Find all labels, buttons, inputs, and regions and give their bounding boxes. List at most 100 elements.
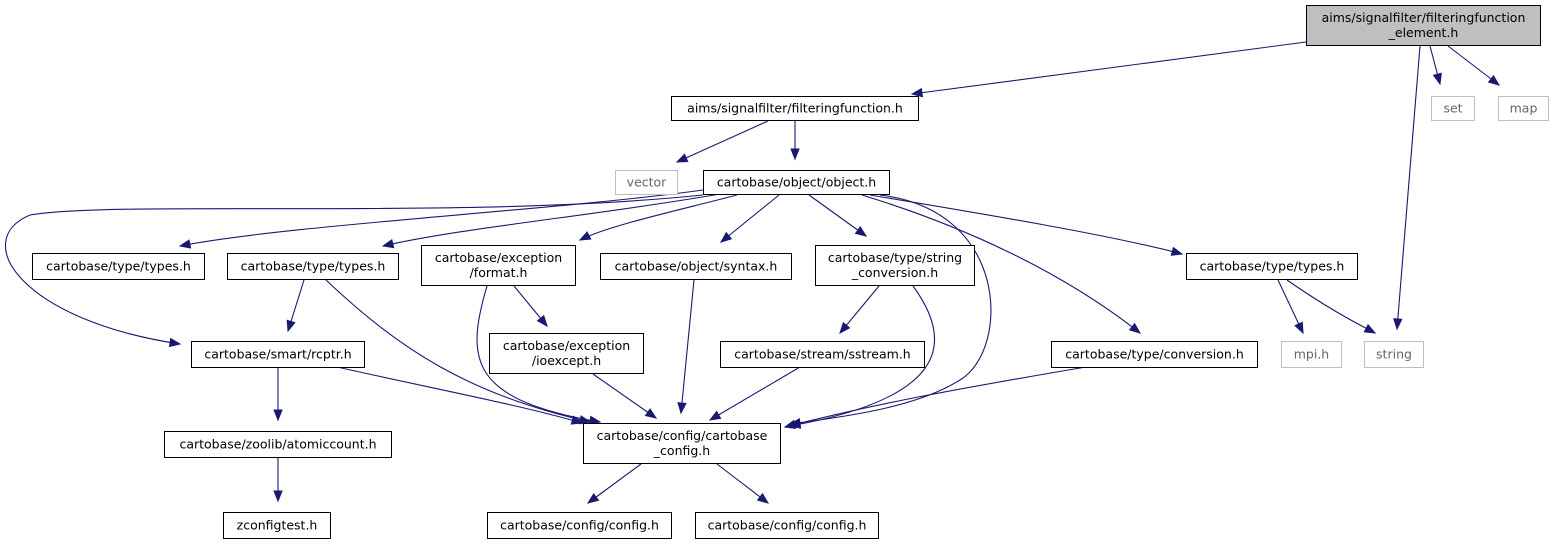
node-label: cartobase/config/cartobase: [597, 428, 768, 443]
edge-ioexcept-to-cbconfig: [592, 373, 658, 419]
node-label: cartobase/object/object.h: [717, 175, 876, 190]
edge-line: [1447, 45, 1500, 86]
node-types1[interactable]: cartobase/type/types.h: [32, 253, 205, 280]
arrowhead-icon: [910, 87, 924, 98]
arrowhead-icon: [839, 321, 851, 335]
node-label: cartobase/type/conversion.h: [1065, 347, 1244, 362]
node-label: cartobase/type/types.h: [1200, 259, 1345, 274]
edge-line: [592, 373, 657, 419]
edge-ff-to-object: [790, 121, 800, 161]
edge-line: [789, 285, 936, 427]
edge-line: [861, 194, 1141, 334]
node-ff[interactable]: aims/signalfilter/filteringfunction.h: [671, 96, 919, 121]
edge-line: [4, 194, 704, 345]
node-box: [1364, 341, 1424, 368]
node-box: [421, 245, 576, 286]
nodes: aims/signalfilter/filteringfunction_elem…: [32, 5, 1549, 539]
node-config2[interactable]: cartobase/config/config.h: [695, 512, 879, 539]
node-box: [1498, 96, 1549, 121]
arrowhead-icon: [273, 490, 283, 503]
arrowhead-icon: [854, 226, 868, 237]
edge-line: [179, 189, 704, 247]
arrowhead-icon: [273, 409, 283, 422]
node-label: string: [1376, 347, 1412, 362]
edge-format-to-cbconfig: [476, 285, 602, 425]
node-conversion[interactable]: cartobase/type/conversion.h: [1051, 341, 1258, 368]
node-box: [703, 170, 890, 195]
arrowhead-icon: [1393, 318, 1403, 331]
node-box: [191, 341, 365, 368]
node-label: cartobase/zoolib/atomiccount.h: [179, 437, 376, 452]
node-rcptr[interactable]: cartobase/smart/rcptr.h: [191, 341, 365, 368]
edge-line: [325, 279, 591, 423]
node-label: /ioexcept.h: [532, 353, 601, 368]
edge-root-to-set: [1429, 45, 1442, 86]
edge-root-to-ff: [910, 41, 1307, 98]
node-label: cartobase/stream/sstream.h: [734, 347, 910, 362]
edge-object-to-rcptr: [4, 194, 704, 348]
node-box: [489, 333, 644, 374]
edge-root-to-map: [1447, 45, 1501, 86]
edge-line: [587, 463, 642, 504]
arrowhead-icon: [790, 148, 800, 161]
edge-object-to-syntax: [719, 194, 780, 243]
arrowhead-icon: [381, 238, 395, 249]
node-types3[interactable]: cartobase/type/types.h: [1186, 253, 1358, 280]
node-box: [1431, 96, 1475, 121]
node-string: string: [1364, 341, 1424, 368]
edge-root-to-string: [1393, 45, 1421, 331]
node-box: [227, 253, 399, 280]
node-label: _element.h: [1388, 25, 1459, 40]
edge-line: [676, 120, 769, 163]
edge-line: [1396, 45, 1421, 330]
edge-line: [579, 194, 738, 241]
node-label: cartobase/type/string: [828, 250, 962, 265]
edge-line: [709, 366, 801, 421]
edges: [4, 41, 1501, 504]
arrowhead-icon: [756, 492, 770, 504]
edge-syntax-to-cbconfig: [677, 279, 695, 415]
node-box: [1186, 253, 1358, 280]
node-syntax[interactable]: cartobase/object/syntax.h: [600, 253, 792, 280]
edge-line: [808, 194, 867, 237]
node-label: set: [1443, 101, 1462, 116]
node-sstream[interactable]: cartobase/stream/sstream.h: [720, 341, 925, 368]
node-box: [487, 512, 672, 539]
arrowhead-icon: [1128, 322, 1142, 334]
edge-object-to-types3: [869, 194, 1184, 256]
node-box: [600, 253, 792, 280]
node-box: [583, 423, 781, 464]
arrowhead-icon: [286, 319, 296, 333]
arrowhead-icon: [578, 231, 592, 241]
node-ioexcept[interactable]: cartobase/exception/ioexcept.h: [489, 333, 644, 374]
arrowhead-icon: [586, 492, 600, 504]
node-strconv[interactable]: cartobase/type/string_conversion.h: [815, 245, 975, 286]
node-format[interactable]: cartobase/exception/format.h: [421, 245, 576, 286]
node-config1[interactable]: cartobase/config/config.h: [487, 512, 672, 539]
edge-types3-to-string: [1286, 279, 1377, 334]
edge-line: [869, 194, 1183, 255]
arrowhead-icon: [168, 337, 182, 348]
node-mpi: mpi.h: [1281, 341, 1342, 368]
edge-conversion-to-cbconfig: [783, 366, 1087, 429]
node-zconfig[interactable]: zconfigtest.h: [223, 512, 331, 539]
node-cbconfig[interactable]: cartobase/config/cartobase_config.h: [583, 423, 781, 464]
node-label: map: [1510, 101, 1538, 116]
node-label: cartobase/config/config.h: [708, 518, 867, 533]
edge-cbconfig-to-config2: [716, 463, 770, 504]
node-types2[interactable]: cartobase/type/types.h: [227, 253, 399, 280]
edge-object-to-types1: [178, 189, 704, 249]
node-object[interactable]: cartobase/object/object.h: [703, 170, 890, 195]
node-label: cartobase/exception: [435, 250, 562, 265]
node-root[interactable]: aims/signalfilter/filteringfunction_elem…: [1306, 5, 1541, 46]
node-label: _conversion.h: [851, 265, 938, 280]
edge-cbconfig-to-config1: [586, 463, 642, 504]
arrowhead-icon: [536, 314, 548, 328]
node-label: zconfigtest.h: [237, 518, 318, 533]
edge-line: [336, 366, 583, 424]
edge-types2-to-rcptr: [286, 279, 305, 333]
node-atomic[interactable]: cartobase/zoolib/atomiccount.h: [164, 431, 392, 458]
arrowhead-icon: [178, 239, 192, 249]
node-box: [671, 96, 919, 121]
